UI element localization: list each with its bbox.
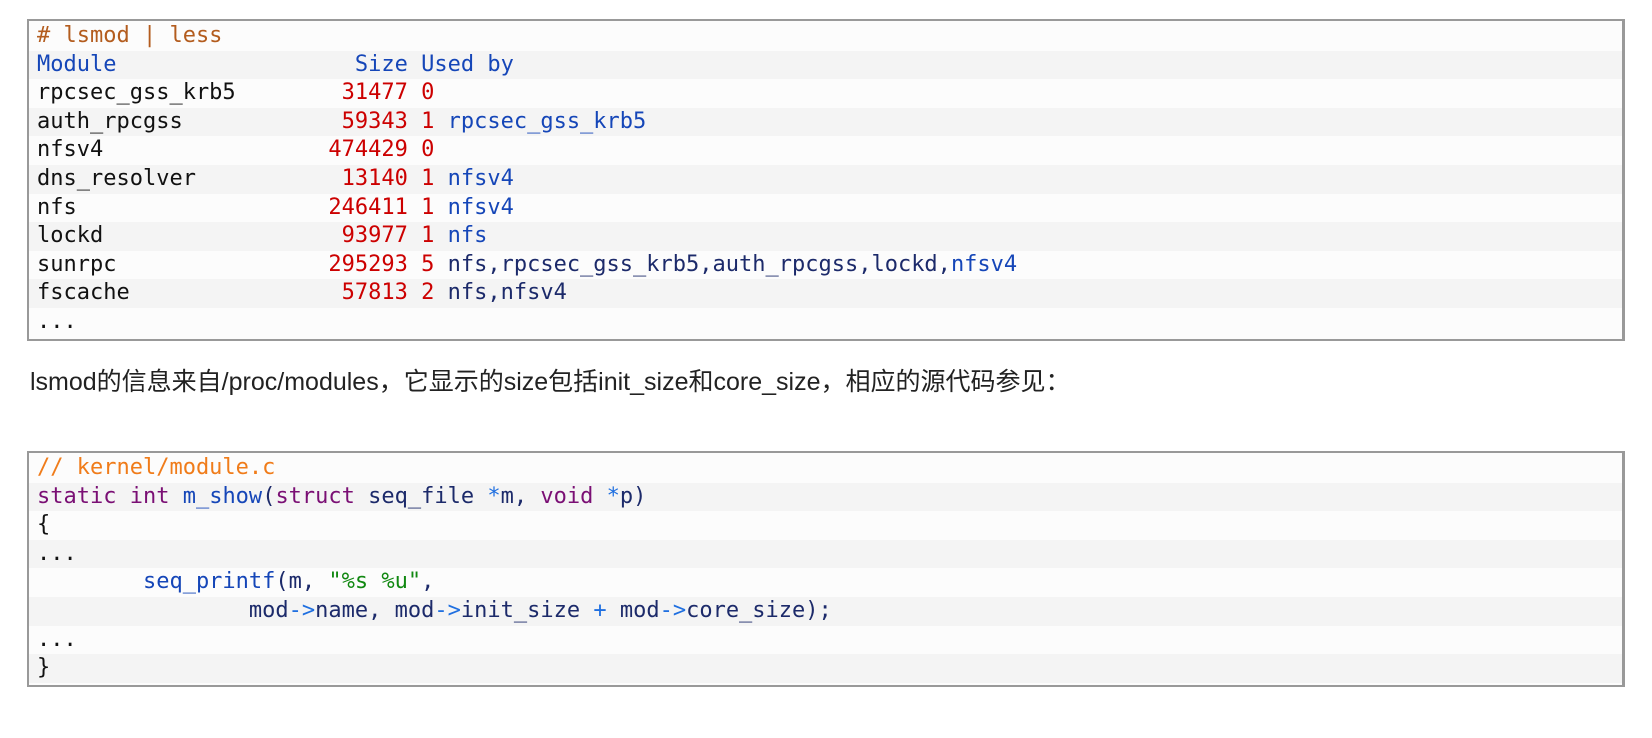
code-token: m_show: [182, 483, 263, 509]
module-name: lockd: [37, 223, 104, 249]
module-name: dns_resolver: [37, 165, 196, 191]
header-row: Module Size Used by: [29, 50, 1622, 80]
code-token: name, mod: [315, 597, 435, 623]
code-token: "%s %u": [328, 569, 422, 595]
module-name: fscache: [37, 280, 130, 306]
header-size: Size: [354, 51, 408, 77]
module-use-count: 2: [421, 280, 435, 306]
code-token: void: [540, 483, 594, 509]
module-row: lockd 93977 1 nfs: [29, 222, 1622, 251]
code-token: m,: [500, 483, 541, 509]
module-used-by: rpcsec_gss_krb5: [447, 108, 647, 134]
code-token: (: [262, 483, 276, 509]
module-used-by: nfs: [447, 223, 488, 249]
code-line: ...: [29, 626, 1622, 655]
code-line: seq_printf(m, "%s %u",: [29, 568, 1622, 597]
code-line: // kernel/module.c: [29, 454, 1622, 483]
code-line: {: [29, 511, 1622, 540]
module-size: 246411: [328, 194, 408, 220]
module-used-by: nfs,rpcsec_gss_krb5,auth_rpcgss,lockd,: [447, 251, 951, 277]
code-token: *: [487, 483, 501, 509]
module-row: nfsv4 474429 0: [29, 136, 1622, 165]
code-token: mod: [606, 597, 660, 623]
code-token: (m,: [275, 569, 329, 595]
code-token: seq_printf: [37, 569, 276, 595]
code-token: +: [593, 597, 607, 623]
code-token: ...: [37, 626, 77, 652]
code-token: *: [606, 483, 620, 509]
module-row: sunrpc 295293 5 nfs,rpcsec_gss_krb5,auth_…: [29, 251, 1622, 280]
code-token: ->: [659, 597, 687, 623]
code-token: ,: [421, 569, 435, 595]
code-line: ...: [29, 539, 1622, 569]
module-size: 295293: [328, 251, 408, 277]
module-size: 57813: [341, 280, 408, 306]
description-paragraph: lsmod的信息来自/proc/modules，它显示的size包括init_s…: [30, 368, 1071, 396]
module-used-by: nfsv4: [447, 194, 514, 220]
module-use-count: 1: [421, 223, 435, 249]
module-use-count: 5: [421, 251, 435, 277]
module-used-by: nfsv4: [950, 251, 1018, 277]
code-token: init_size: [460, 597, 594, 623]
module-row: auth_rpcgss 59343 1 rpcsec_gss_krb5: [29, 107, 1622, 137]
module-use-count: 0: [421, 137, 435, 163]
module-name: sunrpc: [37, 251, 117, 277]
lsmod-output-block: # lsmod | less Module Size Used by rpcsec…: [27, 19, 1625, 341]
code-token: core_size);: [686, 597, 832, 623]
code-token: ->: [288, 597, 316, 623]
code-token: struct: [275, 483, 355, 509]
code-token: ->: [434, 597, 461, 623]
module-name: auth_rpcgss: [37, 108, 183, 134]
code-line: mod->name, mod->init_size + mod->core_si…: [29, 596, 1622, 626]
code-token: p): [619, 483, 647, 509]
module-row: nfs 246411 1 nfsv4: [29, 194, 1622, 223]
code-token: {: [37, 512, 51, 538]
module-name: nfsv4: [37, 137, 104, 163]
module-row: dns_resolver 13140 1 nfsv4: [29, 164, 1622, 194]
code-token: // kernel/module.c: [37, 455, 276, 480]
ellipsis: ...: [37, 308, 77, 334]
module-use-count: 1: [421, 165, 435, 191]
module-size: 93977: [341, 223, 408, 249]
module-use-count: 0: [421, 80, 435, 106]
code-token: static int: [37, 483, 183, 509]
code-line: static int m_show(struct seq_file *m, vo…: [29, 482, 1622, 512]
module-row: fscache 57813 2 nfs,nfsv4: [29, 279, 1622, 308]
code-token: ...: [37, 540, 77, 566]
header-module: Module: [37, 51, 117, 77]
module-used-by: nfs,nfsv4: [447, 280, 567, 306]
code-token: seq_file: [354, 483, 488, 509]
module-use-count: 1: [421, 108, 435, 134]
module-row: rpcsec_gss_krb5 31477 0: [29, 79, 1622, 108]
module-name: rpcsec_gss_krb5: [37, 80, 236, 106]
header-used-by: Used by: [421, 51, 514, 77]
module-use-count: 1: [421, 194, 435, 220]
code-token: [593, 484, 606, 509]
module-name: nfs: [37, 194, 77, 220]
code-line: }: [29, 654, 1622, 683]
module-used-by: nfsv4: [447, 165, 514, 191]
module-size: 59343: [341, 108, 408, 134]
module-size: 474429: [328, 137, 408, 163]
module-size: 13140: [341, 165, 408, 191]
code-token: mod: [37, 597, 289, 623]
code-token: }: [37, 655, 51, 681]
command-line: # lsmod | less: [37, 23, 223, 48]
module-size: 31477: [341, 80, 408, 106]
